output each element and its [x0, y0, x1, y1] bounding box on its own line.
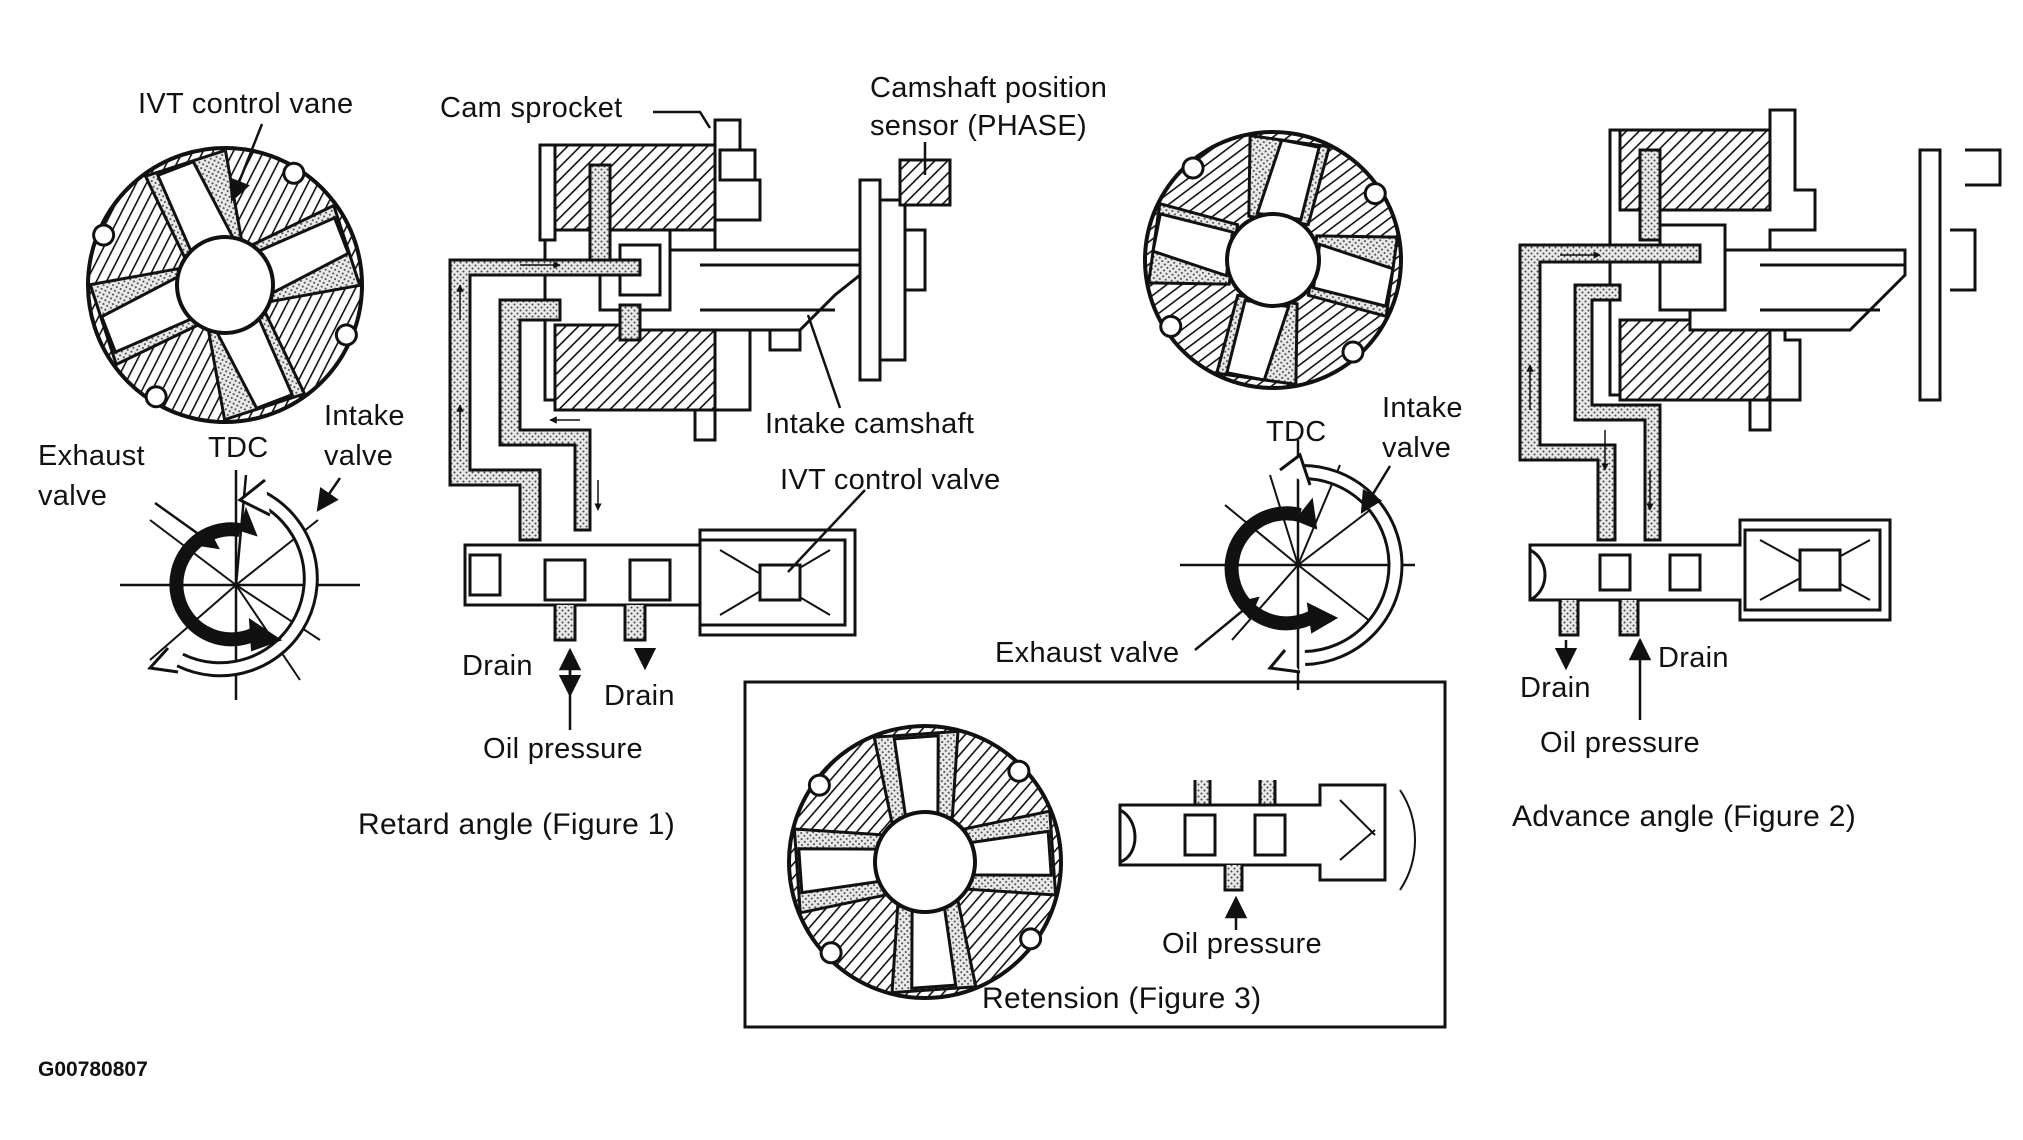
- figure-code: G00780807: [38, 1058, 148, 1081]
- label-exhaust-left-2: valve: [38, 480, 108, 512]
- label-drain-left-2: Drain: [604, 680, 675, 712]
- valve-timing-retard: [120, 470, 360, 700]
- camshaft-section-advance: [1518, 108, 2002, 637]
- label-oil-pressure-box: Oil pressure: [1162, 928, 1322, 960]
- label-intake-camshaft: Intake camshaft: [765, 408, 975, 440]
- label-intake-left-1: Intake: [324, 400, 405, 432]
- exhaust-arc-arrow-mid: [1224, 506, 1325, 631]
- label-ivt-control-vane: IVT control vane: [138, 88, 354, 120]
- label-exhaust-left-1: Exhaust: [38, 440, 145, 472]
- camshaft-section-retard: [448, 118, 952, 642]
- label-drain-left-1: Drain: [462, 650, 533, 682]
- rotor-vanes: [99, 159, 351, 411]
- control-valve-retension: [1118, 780, 1416, 892]
- retension-box: [743, 680, 1447, 1029]
- leader-lines: [154, 110, 1652, 930]
- label-intake-mid-1: Intake: [1382, 392, 1463, 424]
- label-ivt-control-valve: IVT control valve: [780, 464, 1001, 496]
- caption-figure-2: Advance angle (Figure 2): [1512, 800, 1857, 833]
- rotor-advance: [1143, 130, 1403, 390]
- caption-figure-3: Retension (Figure 3): [982, 982, 1262, 1015]
- valve-timing-advance: [1180, 440, 1415, 690]
- label-intake-left-2: valve: [324, 440, 394, 472]
- label-camshaft-sensor: sensor (PHASE): [870, 110, 1087, 142]
- rotor-retension: [787, 724, 1063, 1000]
- label-exhaust-valve-mid: Exhaust valve: [995, 637, 1180, 669]
- caption-figure-1: Retard angle (Figure 1): [358, 808, 676, 841]
- label-drain-right-2: Drain: [1658, 642, 1729, 674]
- label-camshaft-position: Camshaft position: [870, 72, 1108, 104]
- label-intake-mid-2: valve: [1382, 432, 1452, 464]
- label-oil-pressure-right: Oil pressure: [1540, 727, 1700, 759]
- label-oil-pressure-left: Oil pressure: [483, 733, 643, 765]
- label-tdc-left: TDC: [208, 432, 269, 464]
- label-drain-right-1: Drain: [1520, 672, 1591, 704]
- label-tdc-mid: TDC: [1266, 416, 1327, 448]
- rotor-retard: [86, 146, 364, 424]
- label-cam-sprocket: Cam sprocket: [440, 92, 623, 124]
